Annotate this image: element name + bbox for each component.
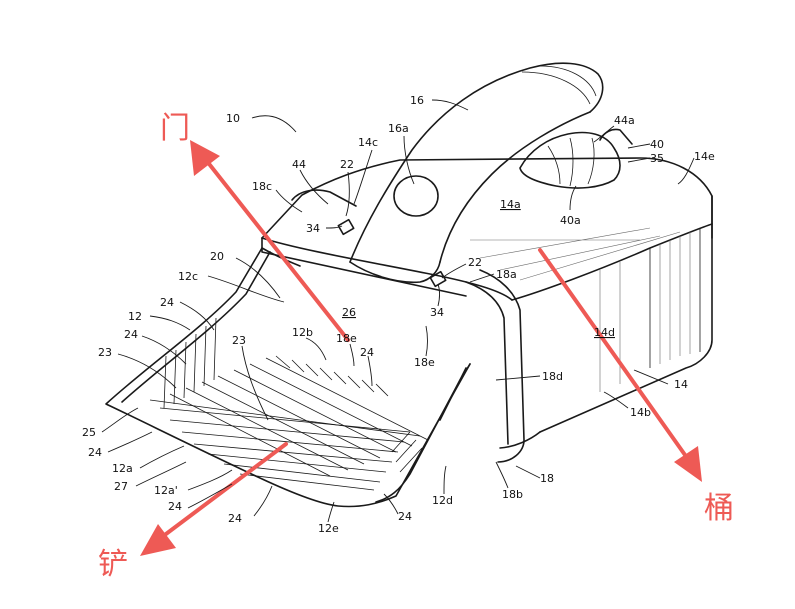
ref-16a: 16a — [388, 122, 409, 135]
door-label: 门 — [160, 111, 190, 146]
ref-12a: 12a — [112, 462, 133, 475]
ref-18: 18 — [540, 472, 554, 485]
ref-14: 14 — [674, 378, 688, 391]
ref-24-upper: 24 — [160, 296, 174, 309]
ref-12c: 12c — [178, 270, 198, 283]
ref-35: 35 — [650, 152, 664, 165]
ref-18d: 18d — [542, 370, 563, 383]
ref-24-bottom-1: 24 — [168, 500, 182, 513]
annotation-arrows — [140, 140, 702, 556]
ref-12a-prime: 12a' — [154, 484, 178, 497]
handle — [349, 62, 604, 284]
ref-18b: 18b — [502, 488, 523, 501]
ref-14c: 14c — [358, 136, 378, 149]
shovel-arrowhead — [140, 524, 176, 556]
ref-40a: 40a — [560, 214, 581, 227]
ref-34-right: 34 — [430, 306, 444, 319]
ref-44a: 44a — [614, 114, 635, 127]
ref-27: 27 — [114, 480, 128, 493]
shovel-label: 铲 — [98, 547, 128, 582]
ref-22-top: 22 — [340, 158, 354, 171]
ref-23-left: 23 — [98, 346, 112, 359]
ref-14a: 14a — [500, 198, 521, 211]
reference-numerals: 10 16 16a 14c 44 22 18c 34 44a 40 35 14e… — [82, 94, 715, 535]
ref-18a: 18a — [496, 268, 517, 281]
ref-18e-inner: 18e — [336, 332, 357, 345]
rear-grip-opening — [519, 128, 633, 189]
ref-20: 20 — [210, 250, 224, 263]
ref-16: 16 — [410, 94, 424, 107]
ref-24-left: 24 — [124, 328, 138, 341]
latch-clips — [337, 218, 447, 288]
ref-23-center: 23 — [232, 334, 246, 347]
ref-24-bottom-3: 24 — [398, 510, 412, 523]
bucket-arrowhead — [674, 446, 702, 482]
bucket-arrow-line — [538, 248, 692, 464]
ref-22-right: 22 — [468, 256, 482, 269]
ref-24-lower-left: 24 — [88, 446, 102, 459]
ref-25: 25 — [82, 426, 96, 439]
ref-24-bottom-2: 24 — [228, 512, 242, 525]
ref-12e: 12e — [318, 522, 339, 535]
container-body — [261, 157, 713, 463]
bucket-label: 桶 — [704, 491, 734, 526]
ref-18e-outer: 18e — [414, 356, 435, 369]
ref-40: 40 — [650, 138, 664, 151]
ref-14d: 14d — [594, 326, 615, 339]
ref-12d: 12d — [432, 494, 453, 507]
ref-14b: 14b — [630, 406, 651, 419]
leader-lines — [101, 99, 695, 523]
ref-18c: 18c — [252, 180, 272, 193]
scoop — [105, 247, 471, 508]
ref-44: 44 — [292, 158, 306, 171]
ref-34-top: 34 — [306, 222, 320, 235]
ref-10: 10 — [226, 112, 240, 125]
door-arrow-line — [204, 158, 350, 342]
ref-24-center: 24 — [360, 346, 374, 359]
ref-26: 26 — [342, 306, 356, 319]
door-arrowhead — [190, 140, 220, 176]
ref-12: 12 — [128, 310, 142, 323]
shovel-arrow-line — [156, 442, 288, 542]
ref-14e: 14e — [694, 150, 715, 163]
ref-12b: 12b — [292, 326, 313, 339]
